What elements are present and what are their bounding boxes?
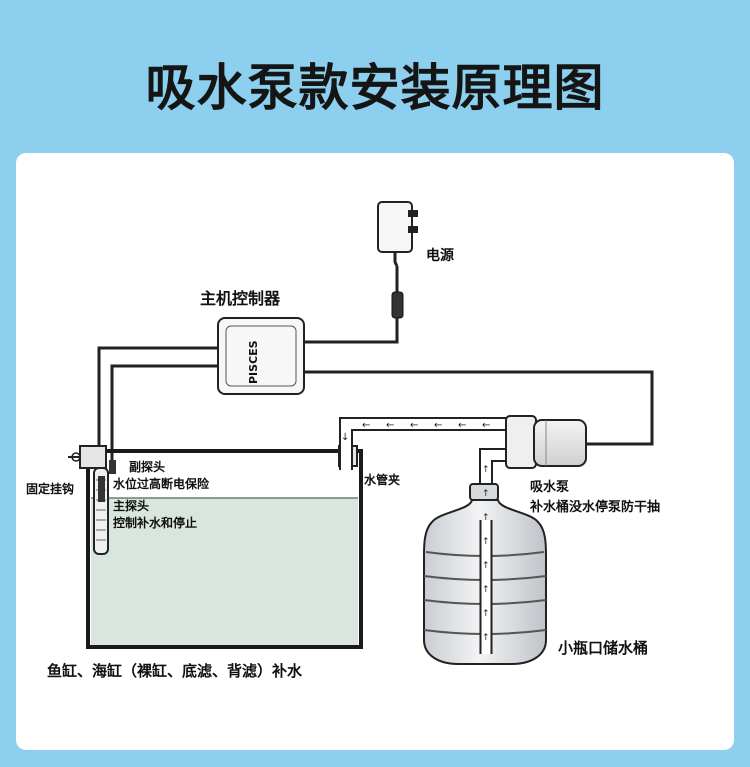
svg-text:←: ← <box>410 420 418 431</box>
fixed-hook-label: 固定挂钩 <box>26 481 74 496</box>
main-probe <box>98 476 105 502</box>
sub-probe <box>109 460 116 474</box>
hose-clamp-label: 水管夹 <box>364 472 400 487</box>
controller-label: 主机控制器 <box>200 289 281 308</box>
fixed-hook <box>68 445 107 469</box>
bucket-label: 小瓶口储水桶 <box>558 639 648 657</box>
svg-text:↑: ↑ <box>482 585 490 595</box>
controller-brand: PISCES <box>247 340 260 384</box>
svg-text:←: ← <box>434 420 442 431</box>
flow-arrows-outlet: ← ← ← ← ← ← ↓ <box>341 420 490 443</box>
pump-desc: 补水桶没水停泵防干抽 <box>529 499 660 515</box>
svg-text:↑: ↑ <box>482 465 490 475</box>
svg-text:←: ← <box>482 420 490 431</box>
sub-probe-label: 副探头 <box>129 459 165 474</box>
svg-text:←: ← <box>458 420 466 431</box>
fish-tank <box>86 449 363 649</box>
flow-arrows-inlet: ↑ ↑ ↑ ↑ ↑ ↑ ↑ ↑ <box>482 465 490 643</box>
suction-pump <box>505 415 587 469</box>
svg-text:↑: ↑ <box>482 513 490 523</box>
page-title: 吸水泵款安装原理图 <box>145 59 605 117</box>
main-probe-cable <box>110 364 218 470</box>
svg-text:↑: ↑ <box>482 609 490 619</box>
svg-text:↑: ↑ <box>482 537 490 547</box>
svg-text:←: ← <box>362 420 370 431</box>
water-bucket <box>423 483 547 665</box>
sub-probe-cable <box>97 346 218 470</box>
svg-text:↑: ↑ <box>482 561 490 571</box>
svg-text:↓: ↓ <box>341 432 349 443</box>
power-cable-lower <box>290 318 399 344</box>
pump-label: 吸水泵 <box>530 479 569 495</box>
power-label: 电源 <box>426 247 454 264</box>
pump-cable <box>304 370 654 446</box>
cable-connector <box>391 291 404 319</box>
sub-probe-desc: 水位过高断电保险 <box>113 476 210 491</box>
power-adapter <box>377 201 418 267</box>
controller-box <box>217 317 305 395</box>
svg-text:↑: ↑ <box>482 489 490 499</box>
svg-text:←: ← <box>386 420 394 431</box>
main-probe-label: 主探头 <box>113 498 149 513</box>
water-pipe-outlet <box>339 417 510 470</box>
svg-text:↑: ↑ <box>482 633 490 643</box>
main-probe-desc: 控制补水和停止 <box>113 515 197 530</box>
tank-label: 鱼缸、海缸（裸缸、底滤、背滤）补水 <box>47 662 303 680</box>
